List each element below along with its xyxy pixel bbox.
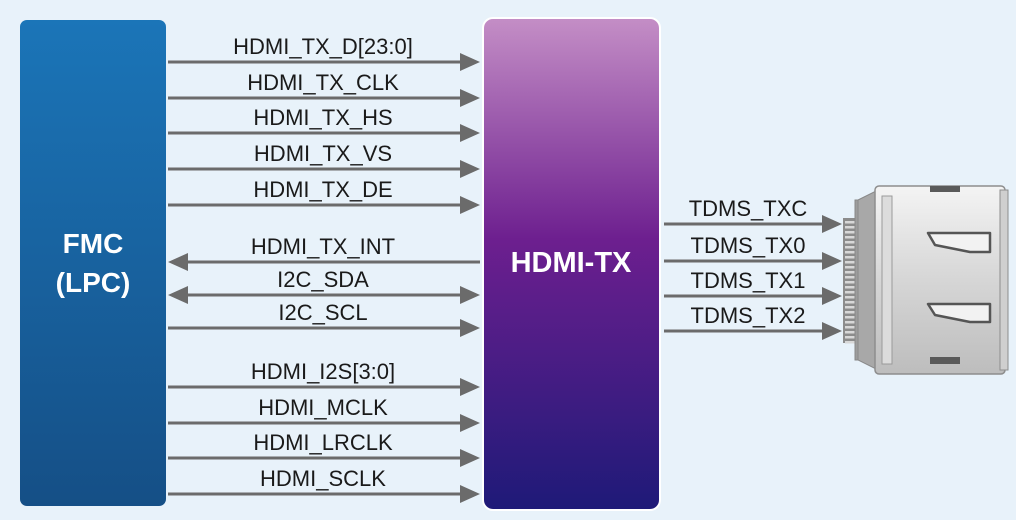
arrowhead-right [460, 196, 480, 214]
fmc-to-hdmi-signals: HDMI_TX_D[23:0] HDMI_TX_CLK HDMI_TX_HS HDMI… [168, 34, 480, 503]
connector-signal: TDMS_TX0 [664, 233, 842, 270]
connector-signal-label: TDMS_TX1 [691, 268, 806, 293]
connector-signal-label: TDMS_TX2 [691, 303, 806, 328]
arrowhead-right [460, 53, 480, 71]
fmc-signal: HDMI_TX_DE [168, 177, 480, 214]
fmc-signal-label: HDMI_TX_CLK [247, 70, 399, 95]
fmc-signal-label: HDMI_SCLK [260, 466, 386, 491]
fmc-lpc-block: FMC (LPC) [20, 20, 166, 506]
arrowhead-left [168, 253, 188, 271]
hdmi-tx-block-body [482, 17, 661, 511]
arrowhead-right [822, 322, 842, 340]
fmc-signal: HDMI_SCLK [168, 466, 480, 503]
fmc-block-body [20, 20, 166, 506]
fmc-signal: HDMI_I2S[3:0] [168, 359, 480, 396]
arrowhead-right [460, 160, 480, 178]
connector-signal: TDMS_TX2 [664, 303, 842, 340]
arrowhead-right [822, 287, 842, 305]
fmc-signal-label: HDMI_MCLK [258, 395, 388, 420]
arrowhead-right [822, 252, 842, 270]
fmc-signal-label: HDMI_TX_D[23:0] [233, 34, 413, 59]
hdmi-tx-label: HDMI-TX [511, 247, 632, 279]
fmc-signal: HDMI_TX_HS [168, 105, 480, 142]
fmc-signal-label: HDMI_TX_VS [254, 141, 392, 166]
fmc-signal-label: HDMI_TX_HS [253, 105, 392, 130]
fmc-signal: HDMI_TX_VS [168, 141, 480, 178]
fmc-signal-label: I2C_SDA [277, 267, 369, 292]
arrowhead-right [460, 378, 480, 396]
fmc-signal: HDMI_TX_D[23:0] [168, 34, 480, 71]
arrowhead-right [460, 414, 480, 432]
arrowhead-right [460, 124, 480, 142]
hdmi-connector-icon [843, 185, 1009, 375]
fmc-signal: HDMI_TX_INT [168, 234, 480, 271]
hdmi-tx-block: HDMI-TX [482, 17, 661, 511]
arrowhead-right [460, 449, 480, 467]
connector-signal-label: TDMS_TXC [689, 196, 808, 221]
connector-signal: TDMS_TXC [664, 196, 842, 233]
fmc-sublabel: (LPC) [56, 267, 131, 298]
arrowhead-right [460, 485, 480, 503]
fmc-signal-label: HDMI_TX_DE [253, 177, 392, 202]
arrowhead-right [822, 215, 842, 233]
connector-signal: TDMS_TX1 [664, 268, 842, 305]
fmc-label: FMC [63, 228, 124, 259]
arrowhead-right [460, 319, 480, 337]
arrowhead-right [460, 286, 480, 304]
arrowhead-right [460, 89, 480, 107]
fmc-signal-label: I2C_SCL [278, 300, 367, 325]
fmc-signal: HDMI_TX_CLK [168, 70, 480, 107]
fmc-signal: I2C_SCL [168, 300, 480, 337]
fmc-signal: I2C_SDA [168, 267, 480, 304]
fmc-signal-label: HDMI_I2S[3:0] [251, 359, 395, 384]
fmc-signal: HDMI_MCLK [168, 395, 480, 432]
fmc-signal-label: HDMI_LRCLK [253, 430, 393, 455]
connector-signal-label: TDMS_TX0 [691, 233, 806, 258]
arrowhead-left [168, 286, 188, 304]
fmc-signal: HDMI_LRCLK [168, 430, 480, 467]
fmc-signal-label: HDMI_TX_INT [251, 234, 395, 259]
